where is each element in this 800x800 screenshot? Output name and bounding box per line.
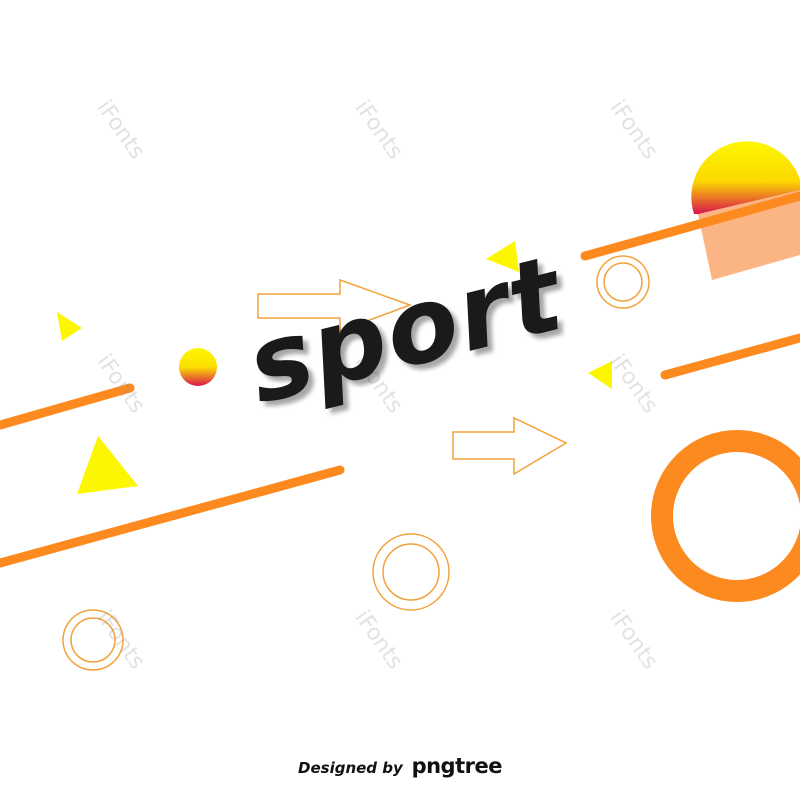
gradient-half-circle bbox=[691, 141, 800, 214]
credit-footer: Designed by pngtree bbox=[0, 754, 800, 778]
orange-ring bbox=[651, 430, 800, 602]
designed-by-label: Designed by bbox=[298, 759, 403, 777]
yellow-triangle bbox=[77, 436, 138, 494]
peach-shape bbox=[698, 190, 800, 280]
orange-line bbox=[580, 191, 800, 261]
yellow-triangle bbox=[588, 361, 612, 389]
yellow-triangle bbox=[486, 241, 519, 272]
double-ring bbox=[62, 609, 124, 671]
outline-arrow bbox=[257, 278, 413, 333]
gradient-dot bbox=[179, 348, 217, 386]
outline-arrow bbox=[452, 416, 568, 476]
orange-line bbox=[0, 465, 345, 568]
double-ring bbox=[372, 533, 450, 611]
orange-line bbox=[0, 383, 135, 430]
brand-logo: pngtree bbox=[411, 754, 503, 778]
yellow-triangle bbox=[57, 312, 82, 341]
double-ring bbox=[596, 255, 650, 309]
orange-line bbox=[660, 333, 800, 380]
